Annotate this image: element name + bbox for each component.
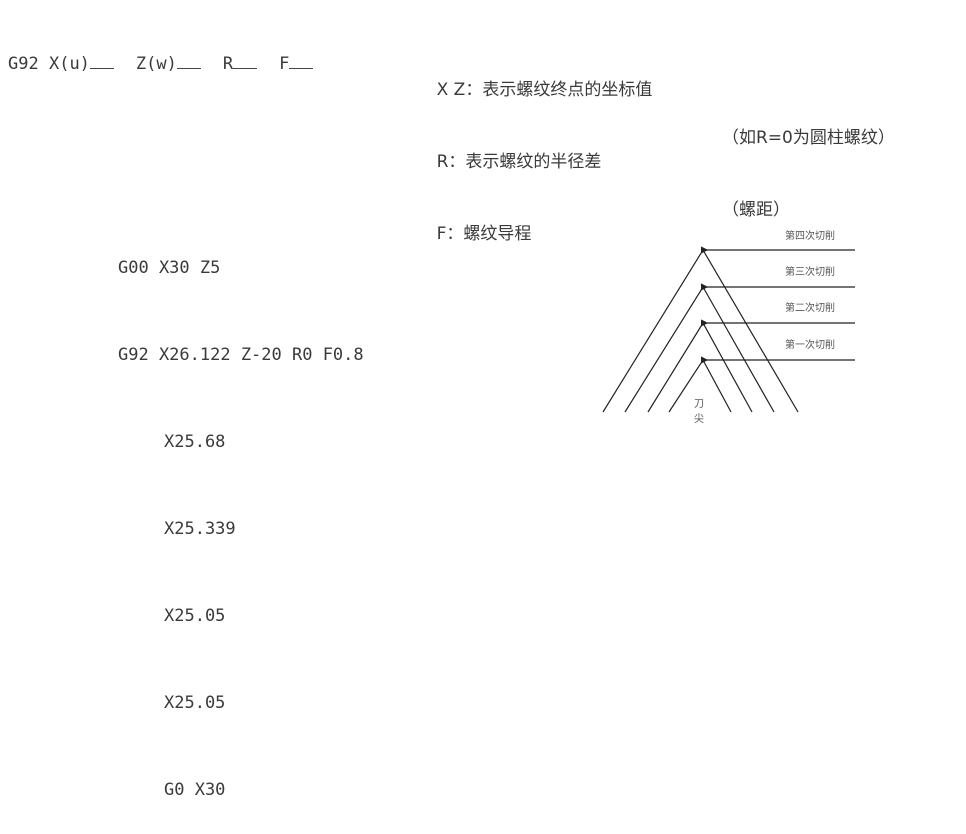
blank-z <box>176 54 201 69</box>
blank-r <box>233 54 258 69</box>
program-listing: G00 X30 Z5 G92 X26.122 Z-20 R0 F0.8 X25.… <box>118 196 364 834</box>
program-line: G92 X26.122 Z-20 R0 F0.8 <box>118 345 364 365</box>
syntax-command: G92 <box>8 54 39 74</box>
syntax-param-x: X(u) <box>48 54 90 74</box>
legend-note: （如R=0为圆柱螺纹） <box>722 128 895 148</box>
cut-3-profile <box>624 285 775 413</box>
label-cut-1: 第一次切削 <box>785 338 835 351</box>
legend-note: （螺距） <box>722 200 790 220</box>
syntax-param-r: R <box>222 54 234 74</box>
label-tool-tip-1: 刀 <box>694 399 704 410</box>
program-line: X25.339 <box>164 519 236 539</box>
g92-syntax: G92 X(u) Z(w) R F <box>8 54 335 74</box>
blank-x <box>89 54 114 69</box>
parameter-legend: X Z：表示螺纹终点的坐标值 R：表示螺纹的半径差 （如R=0为圆柱螺纹） F：… <box>415 6 895 246</box>
label-cut-4: 第四次切削 <box>785 229 835 242</box>
syntax-param-z: Z(w) <box>135 54 177 74</box>
legend-row-f: F：螺纹导程 （螺距） <box>415 198 790 244</box>
legend-row-xz: X Z：表示螺纹终点的坐标值 <box>415 54 653 100</box>
legend-text: R：表示螺纹的半径差 <box>436 152 602 172</box>
legend-text: F：螺纹导程 <box>436 224 532 244</box>
syntax-param-f: F <box>279 54 290 74</box>
legend-text: X Z：表示螺纹终点的坐标值 <box>436 80 653 100</box>
label-cut-2: 第二次切削 <box>785 301 835 314</box>
legend-row-r: R：表示螺纹的半径差 （如R=0为圆柱螺纹） <box>415 126 895 172</box>
label-cut-3: 第三次切削 <box>785 265 835 278</box>
program-line: X25.05 <box>164 606 226 626</box>
label-tool-tip-2: 尖 <box>694 412 704 425</box>
program-line: G00 X30 Z5 <box>118 258 221 278</box>
thread-cutting-diagram: 第四次切削 第三次切削 第二次切削 第一次切削 刀 尖 <box>602 229 855 425</box>
program-line: X25.68 <box>164 432 226 452</box>
blank-f <box>289 54 314 69</box>
program-line: G0 X30 <box>164 780 226 800</box>
program-line: X25.05 <box>164 693 226 713</box>
cut-4-profile <box>602 248 799 413</box>
